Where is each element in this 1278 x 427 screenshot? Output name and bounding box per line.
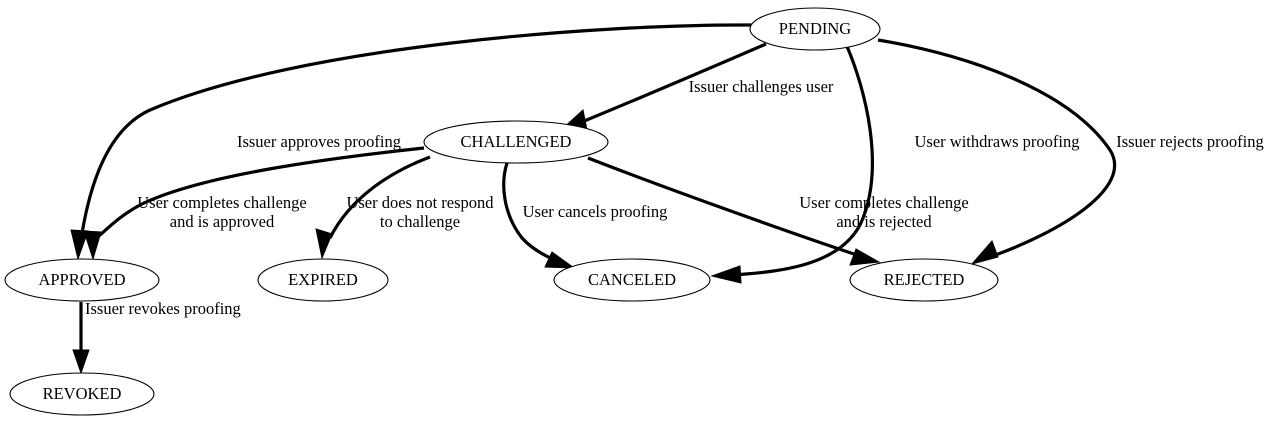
node-label-expired: EXPIRED — [288, 270, 358, 289]
edge-arrowhead-approved-to-revoked — [72, 349, 90, 375]
edge-path-pending-to-challenged — [576, 42, 767, 126]
node-revoked[interactable]: REVOKED — [9, 372, 155, 416]
edge-label-pending-to-rejected: Issuer rejects proofing — [1116, 132, 1264, 151]
node-pending[interactable]: PENDING — [749, 7, 881, 51]
node-approved[interactable]: APPROVED — [4, 258, 160, 302]
node-expired[interactable]: EXPIRED — [257, 258, 389, 302]
node-ellipse-pending — [749, 7, 881, 51]
edge-arrowhead-pending-to-approved — [70, 229, 89, 261]
edge-label-pending-to-approved: Issuer approves proofing — [237, 132, 401, 151]
edge-challenged-to-canceled — [502, 162, 576, 269]
edge-label-approved-to-revoked: Issuer revokes proofing — [85, 299, 241, 318]
edge-arrowhead-challenged-to-canceled — [544, 251, 576, 269]
edge-label-pending-to-challenged: Issuer challenges user — [689, 77, 834, 96]
edge-label-challenged-to-approved-line2: and is approved — [170, 212, 275, 231]
node-ellipse-rejected — [849, 258, 999, 302]
node-label-canceled: CANCELED — [588, 270, 676, 289]
edge-arrowhead-challenged-to-rejected — [849, 248, 881, 266]
edge-challenged-to-expired — [315, 155, 431, 260]
node-ellipse-canceled — [553, 258, 711, 302]
edge-label-challenged-to-rejected: User completes challenge and is rejected — [799, 193, 969, 231]
edge-arrowhead-pending-to-rejected — [970, 240, 999, 265]
edge-label-challenged-to-expired: User does not respond to challenge — [346, 193, 494, 231]
edge-label-challenged-to-rejected-line1: User completes challenge — [799, 193, 969, 212]
edge-arrowhead-challenged-to-approved — [83, 230, 102, 261]
edge-pending-to-approved — [70, 23, 753, 261]
node-ellipse-expired — [257, 258, 389, 302]
edge-label-pending-to-canceled: User withdraws proofing — [915, 132, 1080, 151]
node-canceled[interactable]: CANCELED — [553, 258, 711, 302]
edge-arrowhead-pending-to-canceled — [710, 265, 742, 284]
node-ellipse-approved — [4, 258, 160, 302]
node-challenged[interactable]: CHALLENGED — [423, 120, 609, 164]
edge-challenged-to-approved — [83, 146, 425, 261]
edge-path-challenged-to-rejected — [587, 156, 861, 258]
edge-path-pending-to-canceled — [730, 43, 874, 277]
node-label-pending: PENDING — [779, 19, 851, 38]
edge-label-challenged-to-expired-line2: to challenge — [380, 212, 460, 231]
edge-path-challenged-to-expired — [328, 155, 431, 239]
edge-label-challenged-to-approved-line1: User completes challenge — [137, 193, 307, 212]
edge-arrowhead-challenged-to-expired — [315, 228, 333, 260]
edge-path-pending-to-rejected — [877, 38, 1117, 259]
edge-path-pending-to-approved — [79, 23, 753, 241]
node-rejected[interactable]: REJECTED — [849, 258, 999, 302]
node-label-revoked: REVOKED — [43, 384, 122, 403]
node-label-approved: APPROVED — [38, 270, 125, 289]
edge-path-challenged-to-approved — [91, 146, 425, 242]
edge-label-challenged-to-canceled: User cancels proofing — [523, 202, 668, 221]
edge-pending-to-canceled — [710, 43, 874, 284]
edge-path-challenged-to-canceled — [502, 162, 558, 263]
edge-label-challenged-to-expired-line1: User does not respond — [346, 193, 494, 212]
node-ellipse-challenged — [423, 120, 609, 164]
node-ellipse-revoked — [9, 372, 155, 416]
edge-label-challenged-to-approved: User completes challenge and is approved — [137, 193, 307, 231]
edge-challenged-to-rejected — [587, 156, 881, 266]
edge-approved-to-revoked — [72, 302, 90, 375]
edge-label-challenged-to-rejected-line2: and is rejected — [836, 212, 932, 231]
node-label-challenged: CHALLENGED — [461, 132, 572, 151]
node-label-rejected: REJECTED — [884, 270, 965, 289]
edge-pending-to-rejected — [877, 38, 1117, 265]
